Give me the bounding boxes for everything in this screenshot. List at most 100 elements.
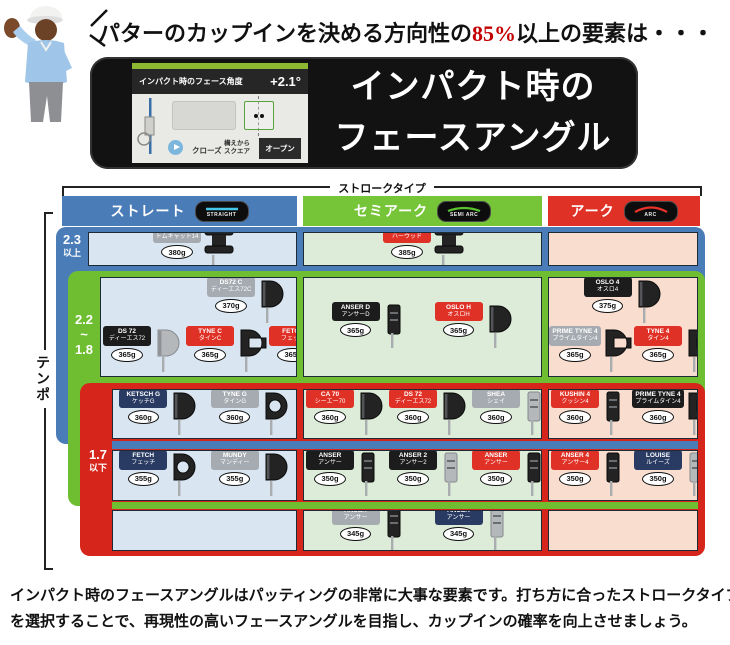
table-cell-row1-semiarc: HARWOODハーウッド385g: [303, 232, 542, 266]
putter-label: HARWOODハーウッド: [383, 233, 431, 244]
scale-label-open[interactable]: オープン: [259, 138, 301, 159]
widget-header-value: +2.1°: [270, 74, 301, 89]
putter-weight: 380g: [161, 245, 193, 260]
scale-label-close: クローズ: [192, 146, 222, 155]
putter-weight: 360g: [397, 410, 429, 425]
mallet-putter-icon: [486, 304, 516, 353]
putter-weight: 350g: [642, 471, 674, 486]
banner-title-line2: フェースアングル: [334, 120, 612, 157]
putter-weight: 365g: [277, 347, 296, 362]
scale-label-square: 構えから スクエア: [224, 140, 250, 156]
face-angle-banner: インパクト時のフェース角度 +2.1° クローズ 構えから スクエア オープン …: [90, 57, 638, 169]
ring-putter-icon: [262, 391, 292, 439]
putter-group: HARWOODハーウッド385g: [304, 233, 541, 265]
golfer-illustration: [4, 6, 72, 122]
widget-header: インパクト時のフェース角度 +2.1°: [132, 69, 308, 94]
tempo-label-mid: 2.2~1.8: [74, 312, 94, 357]
putter-weight: 360g: [559, 410, 591, 425]
stroke-path-badge-arc: ARC: [623, 200, 678, 222]
band-separator-blue: [112, 441, 698, 449]
tempo-axis-label: テンポ: [33, 350, 53, 408]
play-button[interactable]: [168, 140, 183, 155]
blade-putter-icon: [602, 391, 632, 439]
mallet-putter-icon: [357, 391, 387, 439]
putter-weight: 350g: [314, 471, 346, 486]
table-cell-row5-straight: [112, 510, 297, 551]
table-cell-row1-arc: [548, 232, 698, 266]
headline: パターのカップインを決める方向性の85%以上の要素は・・・: [98, 16, 728, 48]
headline-post: 以上の要素は・・・: [516, 21, 715, 46]
putter-weight: 365g: [339, 323, 372, 338]
putter-group: TOMCAT 14トムキャット14380g: [89, 233, 296, 265]
putter-weight: 365g: [442, 323, 475, 338]
face-angle-widget: インパクト時のフェース角度 +2.1° クローズ 構えから スクエア オープン: [132, 63, 308, 163]
footer-text: インパクト時のフェースアングルはパッティングの非常に大事な要素です。打ち方に合っ…: [10, 584, 730, 635]
band-separator-green: [112, 502, 698, 509]
blade-putter-icon: [440, 452, 470, 500]
putter-weight: 360g: [642, 410, 674, 425]
headline-pre: パターのカップインを決める方向性の: [98, 21, 473, 46]
ring-putter-icon: [170, 452, 200, 500]
putter-weight: 360g: [314, 410, 346, 425]
mallet-putter-icon: [262, 452, 292, 500]
banner-title: インパクト時の フェースアングル: [318, 60, 628, 166]
blade-putter-icon: [685, 452, 697, 500]
speech-marks-icon: [89, 9, 108, 48]
putter-weight: 360g: [127, 410, 159, 425]
column-label-semiarc: セミアーク: [353, 203, 429, 219]
blade-putter-icon: [383, 511, 413, 550]
fang-putter-icon: [685, 328, 697, 376]
putter-label: TOMCAT 14トムキャット14: [152, 233, 202, 244]
column-label-straight: ストレート: [110, 203, 186, 219]
putter-weight: 365g: [194, 347, 226, 362]
putter-weight: 355g: [127, 471, 159, 486]
putter-weight: 350g: [397, 471, 429, 486]
blade-putter-icon: [602, 452, 632, 500]
stroke-path-icon: [447, 206, 481, 213]
putter-weight: 345g: [442, 526, 475, 541]
spool-putter-icon: [204, 233, 234, 265]
putter-group: ANSER 4アンサー4350gLOUISEルイーズ350gKUSHIN 4クッ…: [549, 451, 697, 500]
putter-weight: 360g: [480, 410, 512, 425]
fang-putter-icon: [602, 328, 632, 376]
mallet-putter-icon: [440, 391, 470, 439]
column-label-arc: アーク: [570, 203, 615, 219]
putter-weight: 345g: [339, 526, 372, 541]
mallet-putter-icon: [170, 391, 200, 439]
